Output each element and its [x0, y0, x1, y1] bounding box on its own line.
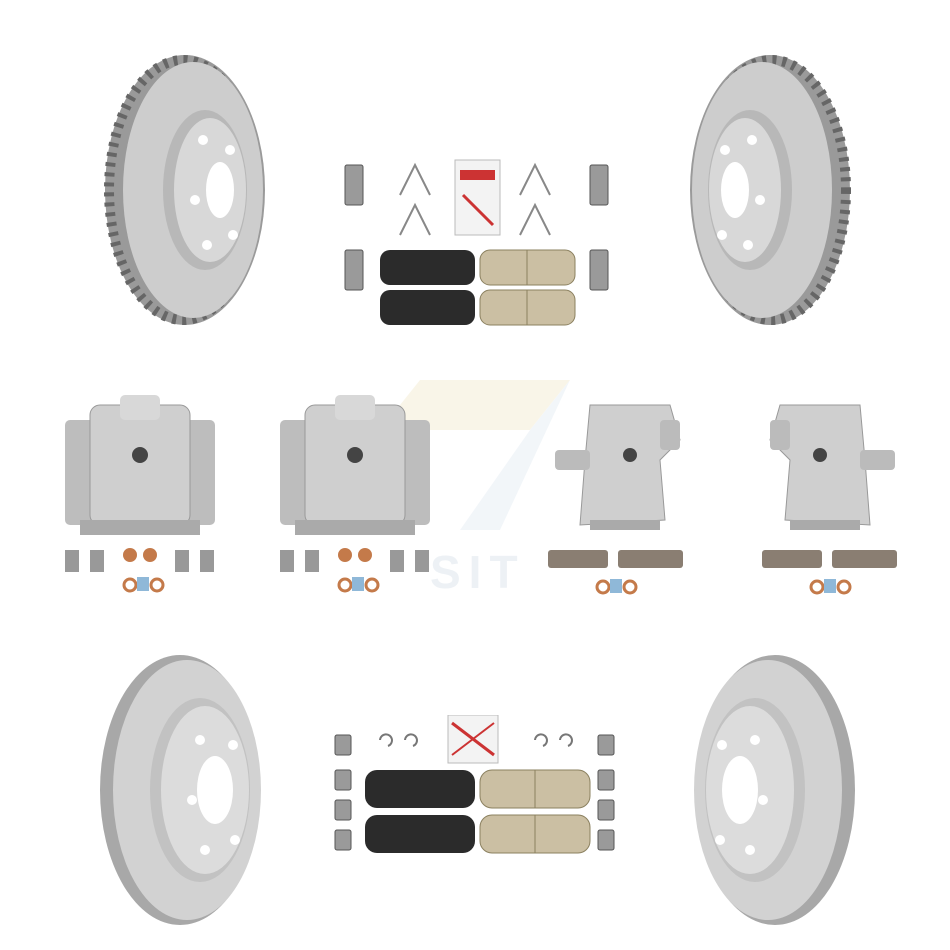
- front-caliper-left-hardware: [65, 545, 215, 595]
- rear-rotor-right-image: [690, 650, 860, 930]
- rear-caliper-right-hardware: [762, 545, 902, 595]
- watermark-text: SIT: [430, 546, 526, 598]
- rear-caliper-right-image: [765, 400, 900, 535]
- front-pad-kit-image: [330, 715, 620, 860]
- rear-rotor-left-image: [95, 650, 265, 930]
- front-caliper-right-hardware: [280, 545, 430, 595]
- front-rotor-left-image: [95, 50, 265, 330]
- front-caliper-right-image: [275, 395, 435, 540]
- front-rotor-right-image: [690, 50, 860, 330]
- rear-pad-kit-image: [335, 155, 620, 330]
- front-caliper-left-image: [60, 395, 220, 540]
- rear-caliper-left-image: [550, 400, 685, 535]
- watermark-logo: [380, 380, 570, 530]
- rear-caliper-left-hardware: [548, 545, 688, 595]
